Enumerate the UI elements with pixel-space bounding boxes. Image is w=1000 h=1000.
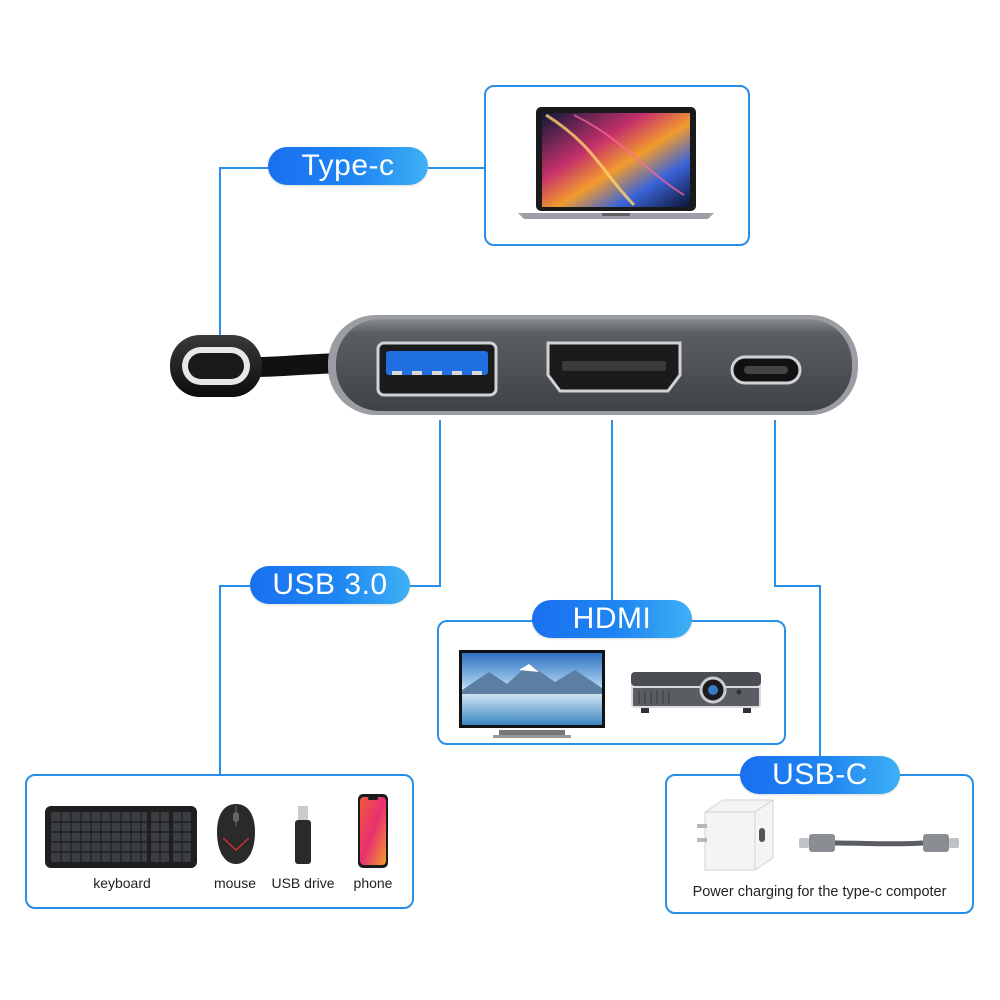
- usb3-line-top: [410, 420, 441, 587]
- usb-drive-icon: [295, 806, 311, 864]
- projector-icon: [631, 672, 761, 713]
- tv-icon: [459, 650, 605, 738]
- type-c-line: [219, 167, 270, 345]
- usb3-line-bottom: [219, 585, 250, 774]
- mouse-icon: [217, 804, 255, 864]
- usbc-label: USB-C: [740, 756, 900, 794]
- usb-c-port: [730, 355, 802, 385]
- keyboard-icon: [45, 806, 197, 868]
- usbc-caption: Power charging for the type-c compoter: [692, 884, 947, 900]
- phone-caption: phone: [353, 875, 393, 891]
- hdmi-port: [546, 341, 682, 393]
- usb-c-cable-icon: [799, 834, 959, 852]
- usbc-line: [774, 420, 821, 760]
- usb3-devices-box: keyboard mouse USB drive phone: [25, 774, 414, 909]
- phone-icon: [358, 794, 388, 868]
- hdmi-box: [437, 620, 786, 745]
- type-c-label: Type-c: [268, 147, 428, 185]
- keyboard-caption: keyboard: [93, 875, 151, 891]
- usb3-port: [376, 341, 498, 397]
- mouse-caption: mouse: [213, 875, 257, 891]
- usb3-label: USB 3.0: [250, 566, 410, 604]
- laptop-box: [484, 85, 750, 246]
- usb-c-hub: [170, 315, 858, 415]
- hdmi-label: HDMI: [532, 600, 692, 638]
- laptop-icon: [518, 107, 714, 219]
- usbc-box: Power charging for the type-c compoter: [665, 774, 974, 914]
- charger-icon: [697, 799, 774, 871]
- usb-drive-caption: USB drive: [271, 875, 335, 891]
